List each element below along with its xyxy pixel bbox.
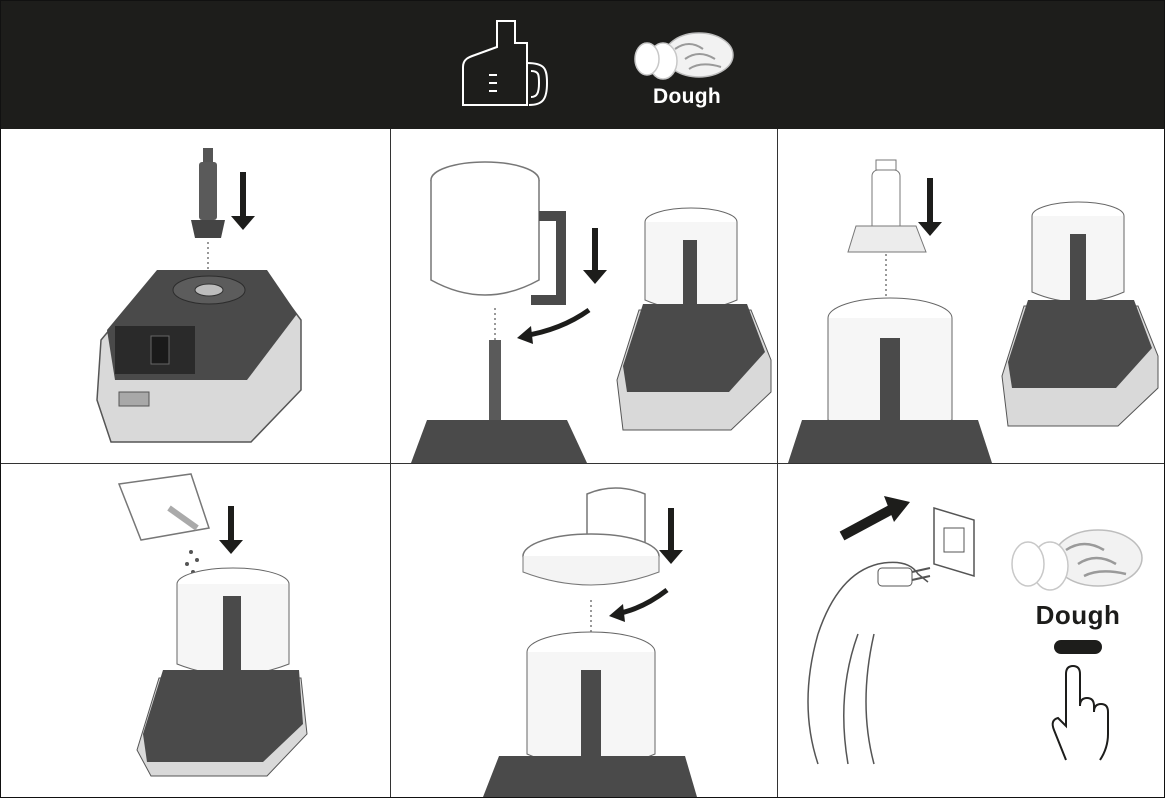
step-1-illustration xyxy=(1,130,390,463)
bread-icon xyxy=(629,29,737,83)
header-band: Dough xyxy=(1,1,1164,129)
step-6-panel: Dough xyxy=(778,464,1164,797)
pointing-finger-icon xyxy=(1040,660,1120,770)
step-4-panel xyxy=(1,464,390,797)
step-5-panel xyxy=(391,464,777,797)
bowl-icon xyxy=(453,17,553,113)
header-program-label: Dough xyxy=(641,85,733,109)
dough-program-label: Dough xyxy=(1018,600,1138,631)
bread-icon xyxy=(1004,524,1144,594)
step-3-panel xyxy=(778,130,1164,463)
step-4-illustration xyxy=(1,464,390,797)
step-1-panel xyxy=(1,130,390,463)
step-2-panel xyxy=(391,130,777,463)
step-2-illustration xyxy=(391,130,777,463)
step-3-illustration xyxy=(778,130,1164,463)
step-5-illustration xyxy=(391,464,777,797)
dough-button[interactable] xyxy=(1054,640,1102,654)
